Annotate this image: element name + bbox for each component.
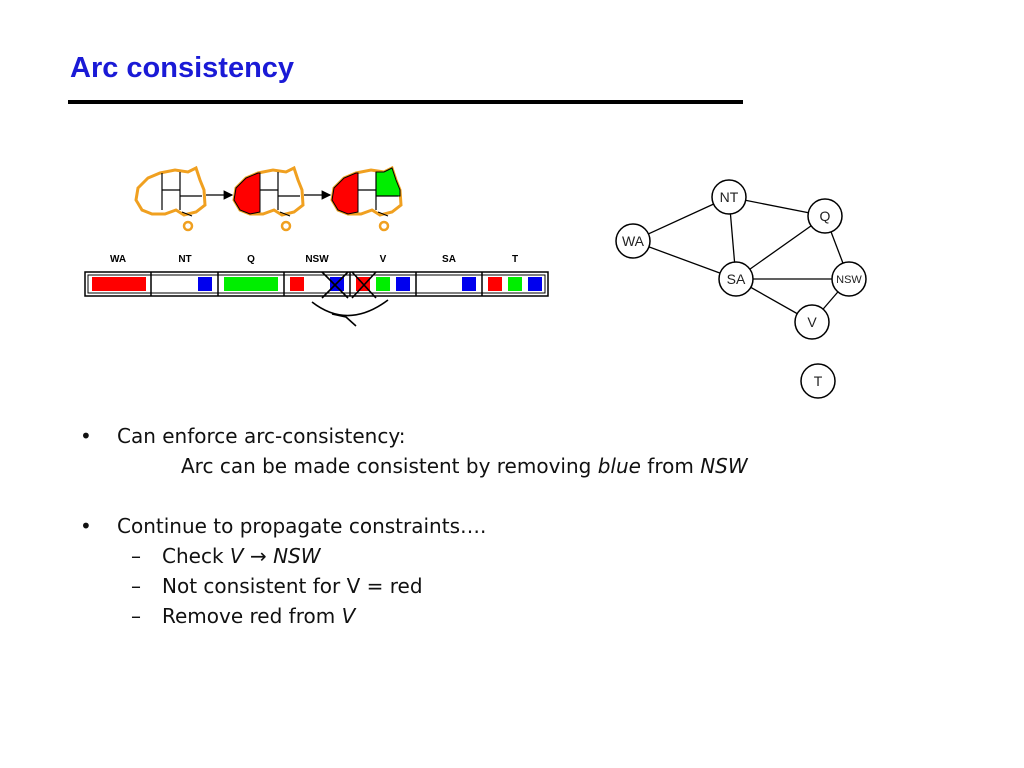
t-blue <box>528 277 542 291</box>
node-label-v: V <box>807 314 817 330</box>
domain-label-q: Q <box>247 254 255 265</box>
node-nsw <box>831 261 867 297</box>
node-sa <box>718 261 754 297</box>
node-wa <box>615 223 651 259</box>
node-t <box>800 363 836 399</box>
node-v <box>794 304 830 340</box>
slide-title: Arc consistency <box>70 52 295 84</box>
dash-marker-2: – <box>131 574 141 598</box>
node-label-sa: SA <box>727 271 746 287</box>
bullet-1: Can enforce arc-consistency: <box>117 424 406 448</box>
bullet-2: Continue to propagate constraints…. <box>117 514 487 538</box>
node-q <box>807 198 843 234</box>
v-green <box>376 277 390 291</box>
arc-arrow <box>311 299 389 327</box>
domain-strip <box>84 271 549 327</box>
t-red <box>488 277 502 291</box>
cross-marks <box>321 271 377 299</box>
q-green <box>224 277 278 291</box>
sa-blue <box>462 277 476 291</box>
dash-marker-3: – <box>131 604 141 628</box>
node-label-q: Q <box>820 208 831 224</box>
sub-bullet-2: Not consistent for V = red <box>162 574 423 598</box>
australia-map-2 <box>232 165 305 232</box>
australia-map-3 <box>330 165 403 232</box>
node-nt <box>711 179 747 215</box>
title-underline <box>68 100 743 104</box>
domain-label-nsw: NSW <box>305 254 329 265</box>
domain-label-wa: WA <box>110 254 126 265</box>
domain-label-sa: SA <box>442 254 456 265</box>
sub-bullet-1: Check V → NSW <box>162 544 321 568</box>
node-label-t: T <box>814 373 823 389</box>
dash-marker-1: – <box>131 544 141 568</box>
nsw-red <box>290 277 304 291</box>
t-green <box>508 277 522 291</box>
wa-red <box>92 277 146 291</box>
australia-map-1 <box>134 165 207 232</box>
node-label-nt: NT <box>720 189 739 205</box>
nt-blue <box>198 277 212 291</box>
sub-bullet-3: Remove red from V <box>162 604 356 628</box>
v-blue <box>396 277 410 291</box>
domain-label-t: T <box>512 254 518 265</box>
node-label-wa: WA <box>622 233 645 249</box>
domain-label-v: V <box>380 254 387 265</box>
domain-label-nt: NT <box>178 254 191 265</box>
bullet-1-sub: Arc can be made consistent by removing b… <box>181 454 748 478</box>
bullet-marker-1: • <box>80 424 92 448</box>
node-label-nsw: NSW <box>836 274 862 286</box>
graph-nodes <box>615 179 867 399</box>
bullet-marker-2: • <box>80 514 92 538</box>
